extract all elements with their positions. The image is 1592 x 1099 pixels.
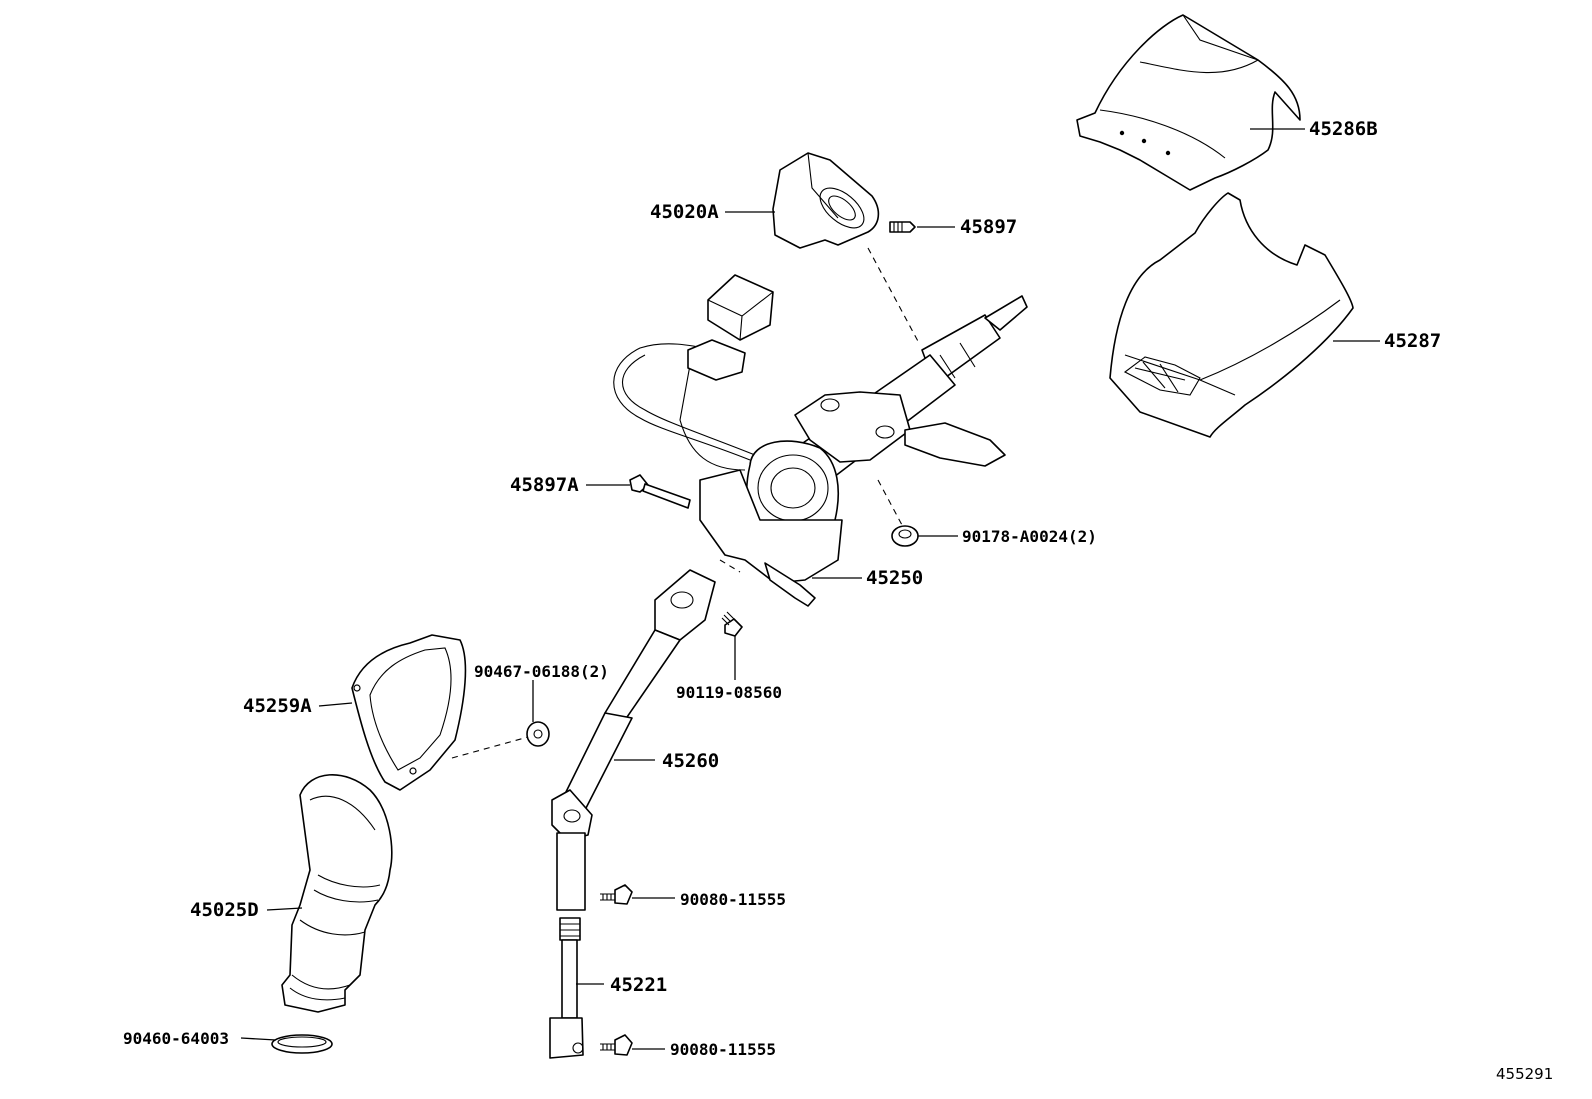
steering-boot[interactable] — [281, 774, 393, 1013]
label-45897a[interactable]: 45897A — [510, 474, 579, 496]
steering-column-assembly[interactable] — [613, 274, 1028, 607]
label-45221[interactable]: 45221 — [610, 974, 667, 996]
label-45250[interactable]: 45250 — [866, 567, 923, 589]
bolt-45897a[interactable] — [629, 474, 691, 509]
column-hole-cover[interactable] — [351, 634, 467, 791]
nut-90178[interactable] — [891, 525, 919, 547]
label-90460[interactable]: 90460-64003 — [123, 1029, 229, 1048]
label-45020a[interactable]: 45020A — [650, 201, 719, 223]
label-45897[interactable]: 45897 — [960, 216, 1017, 238]
label-90080-lower[interactable]: 90080-11555 — [670, 1040, 776, 1059]
figure-code: 455291 — [1496, 1065, 1553, 1083]
bolt-90080-upper[interactable] — [600, 884, 633, 905]
label-90178[interactable]: 90178-A0024(2) — [962, 527, 1097, 546]
label-45259a[interactable]: 45259A — [243, 695, 312, 717]
label-90119[interactable]: 90119-08560 — [676, 683, 782, 702]
switch-body[interactable] — [772, 152, 880, 249]
intermediate-shaft[interactable] — [551, 569, 716, 911]
bolt-90080-lower[interactable] — [600, 1034, 633, 1056]
screw-45897[interactable] — [889, 221, 916, 233]
clip-90467[interactable] — [526, 721, 550, 747]
hose-clamp[interactable] — [271, 1034, 333, 1054]
sliding-yoke-shaft[interactable] — [549, 917, 584, 1059]
label-45286b[interactable]: 45286B — [1309, 118, 1378, 140]
label-45287[interactable]: 45287 — [1384, 330, 1441, 352]
label-90080-upper[interactable]: 90080-11555 — [680, 890, 786, 909]
lower-column-cover[interactable] — [1109, 192, 1354, 438]
label-90467[interactable]: 90467-06188(2) — [474, 662, 609, 681]
upper-column-cover[interactable] — [1076, 14, 1301, 191]
label-45025d[interactable]: 45025D — [190, 899, 259, 921]
label-45260[interactable]: 45260 — [662, 750, 719, 772]
bolt-90119[interactable] — [721, 611, 743, 637]
